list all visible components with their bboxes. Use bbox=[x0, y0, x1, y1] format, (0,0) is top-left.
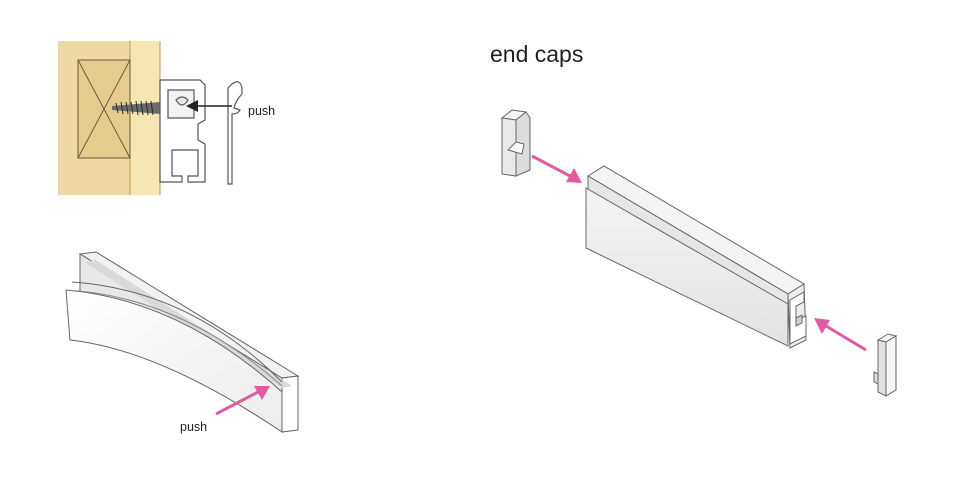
bend-install-view: push bbox=[65, 251, 300, 434]
push-label-wall: push bbox=[248, 104, 275, 118]
led-rail bbox=[585, 165, 807, 349]
wall-strip bbox=[130, 41, 160, 195]
pink-arrow-icon bbox=[814, 318, 867, 352]
wall-mount-section: push bbox=[58, 41, 275, 195]
pink-arrow-icon bbox=[215, 386, 270, 416]
end-caps-view: end caps bbox=[490, 41, 898, 397]
end-cap-left bbox=[500, 109, 531, 177]
bent-diffuser bbox=[65, 289, 283, 433]
pink-arrow-icon bbox=[531, 154, 582, 183]
diffuser-clip bbox=[227, 81, 243, 185]
end-caps-title: end caps bbox=[490, 41, 583, 67]
black-arrow-icon bbox=[186, 100, 232, 112]
push-label-bend: push bbox=[180, 420, 207, 434]
end-cap-right bbox=[873, 333, 898, 397]
wall-anchor bbox=[77, 59, 131, 159]
profile-cross-section bbox=[159, 79, 206, 183]
